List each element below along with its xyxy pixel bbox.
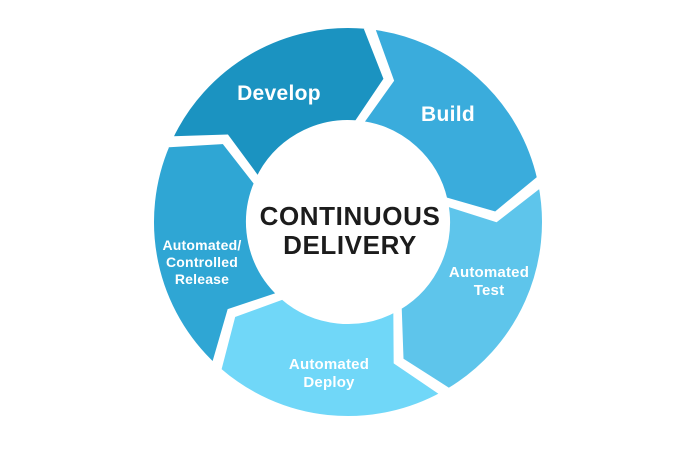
segment-label-release-line2: Controlled: [166, 254, 238, 270]
center-title: CONTINUOUS DELIVERY: [260, 201, 441, 260]
segment-labels: Develop Build Automated Test Automated D…: [163, 82, 529, 391]
segment-develop: [164, 22, 391, 187]
segment-label-automated-test-line1: Automated: [449, 264, 529, 281]
segment-build: [354, 22, 544, 219]
segment-label-release-line1: Automated/: [163, 237, 242, 253]
center-title-line1: CONTINUOUS: [260, 201, 441, 231]
segment-automated-deploy: [214, 293, 450, 422]
center-disc: [252, 126, 444, 318]
segment-label-release-line3: Release: [175, 271, 229, 287]
segment-label-develop: Develop: [237, 82, 321, 105]
cycle-ring: [148, 22, 548, 422]
segment-label-automated-deploy-line2: Deploy: [303, 374, 355, 391]
segment-automated-controlled-release: [148, 137, 287, 373]
segment-label-automated-test-line2: Test: [474, 282, 505, 299]
center-title-line2: DELIVERY: [283, 230, 417, 260]
segment-label-build: Build: [421, 103, 475, 126]
segment-automated-test: [395, 178, 548, 395]
segment-label-automated-deploy-line1: Automated: [289, 356, 369, 373]
